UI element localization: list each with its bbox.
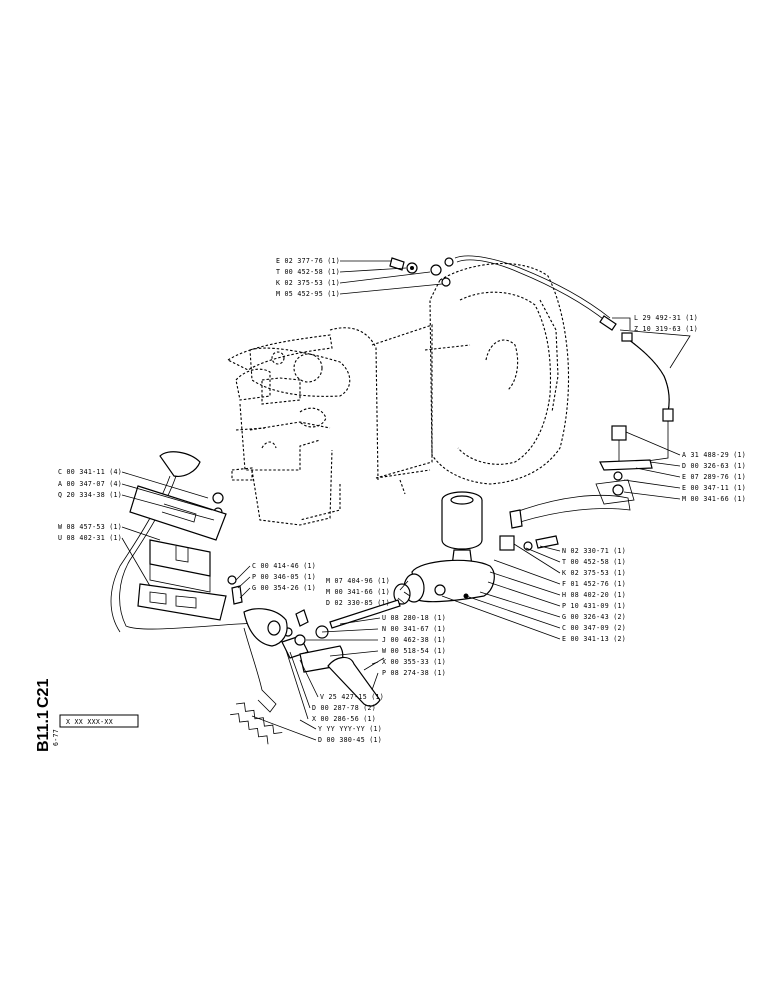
master-cylinder bbox=[393, 491, 559, 605]
callout-r1: L 29 492-31 (1) bbox=[634, 314, 698, 322]
callout-p3: D 02 330-85 (1) bbox=[326, 599, 390, 607]
callout-m5: H 08 402-20 (1) bbox=[562, 591, 626, 599]
callout-l2: A 00 347-07 (4) bbox=[58, 480, 122, 488]
sheet-date: 6-77 bbox=[52, 729, 60, 746]
callout-t2: T 00 452-58 (1) bbox=[276, 268, 340, 276]
serial-box-text: X XX XXX-XX bbox=[66, 718, 113, 726]
callout-b2: D 00 287-78 (2) bbox=[312, 704, 376, 712]
callout-r6: E 00 347-11 (1) bbox=[682, 484, 746, 492]
callout-m7: G 00 326-43 (2) bbox=[562, 613, 626, 621]
right-bracket bbox=[509, 425, 653, 529]
callout-l3: Q 20 334-38 (1) bbox=[58, 491, 122, 499]
callout-c3: G 00 354-26 (1) bbox=[252, 584, 316, 592]
callout-b1: V 25 427-15 (1) bbox=[320, 693, 384, 701]
callout-p9: P 08 274-38 (1) bbox=[382, 669, 446, 677]
callout-m9: E 00 341-13 (2) bbox=[562, 635, 626, 643]
callout-l4: W 08 457-53 (1) bbox=[58, 523, 122, 531]
sheet-id: C21 B11.1 6-77 X XX XXX-XX bbox=[35, 679, 139, 752]
callout-p7: W 00 518-54 (1) bbox=[382, 647, 446, 655]
callout-c1: C 00 414-46 (1) bbox=[252, 562, 316, 570]
callout-m6: P 10 431-09 (1) bbox=[562, 602, 626, 610]
transmission-housing bbox=[226, 262, 570, 526]
callout-r5: E 07 289-76 (1) bbox=[682, 473, 746, 481]
callout-b5: D 00 380-45 (1) bbox=[318, 736, 382, 744]
callout-m8: C 00 347-09 (2) bbox=[562, 624, 626, 632]
callout-p4: U 08 280-18 (1) bbox=[382, 614, 446, 622]
serial-box bbox=[59, 714, 139, 728]
callout-m1: N 02 330-71 (1) bbox=[562, 547, 626, 555]
callout-r7: M 00 341-66 (1) bbox=[682, 495, 746, 503]
leader-lines bbox=[121, 260, 691, 741]
callout-t1: E 02 377-76 (1) bbox=[276, 257, 340, 265]
callout-l1: C 00 341-11 (4) bbox=[58, 468, 122, 476]
callout-b3: X 00 286-56 (1) bbox=[312, 715, 376, 723]
callout-b4: Y YY YYY-YY (1) bbox=[318, 725, 382, 733]
callout-p8: X 00 355-33 (1) bbox=[382, 658, 446, 666]
callout-l5: U 08 402-31 (1) bbox=[58, 534, 122, 542]
callout-r2: Z 10 319-63 (1) bbox=[634, 325, 698, 333]
top-fittings bbox=[389, 257, 454, 287]
callout-r3: A 31 488-29 (1) bbox=[682, 451, 746, 459]
callout-p6: J 00 462-38 (1) bbox=[382, 636, 446, 644]
sheet-code: B11.1 bbox=[35, 710, 52, 752]
callout-m4: F 01 452-76 (1) bbox=[562, 580, 626, 588]
callout-m3: K 02 375-53 (1) bbox=[562, 569, 626, 577]
group-code: C21 bbox=[35, 679, 52, 708]
callout-t3: K 02 375-53 (1) bbox=[276, 279, 340, 287]
callout-p5: N 00 341-67 (1) bbox=[382, 625, 446, 633]
clutch-pedal bbox=[110, 451, 288, 713]
pedal-pads bbox=[129, 485, 227, 621]
callout-m2: T 00 452-58 (1) bbox=[562, 558, 626, 566]
callout-p2: M 00 341-66 (1) bbox=[326, 588, 390, 596]
callout-labels: E 02 377-76 (1) T 00 452-58 (1) K 02 375… bbox=[58, 257, 746, 744]
callout-r4: D 00 326-63 (1) bbox=[682, 462, 746, 470]
callout-p1: M 07 404-96 (1) bbox=[326, 577, 390, 585]
callout-t4: M 05 452-95 (1) bbox=[276, 290, 340, 298]
callout-c2: P 00 346-05 (1) bbox=[252, 573, 316, 581]
push-rod bbox=[281, 599, 401, 707]
